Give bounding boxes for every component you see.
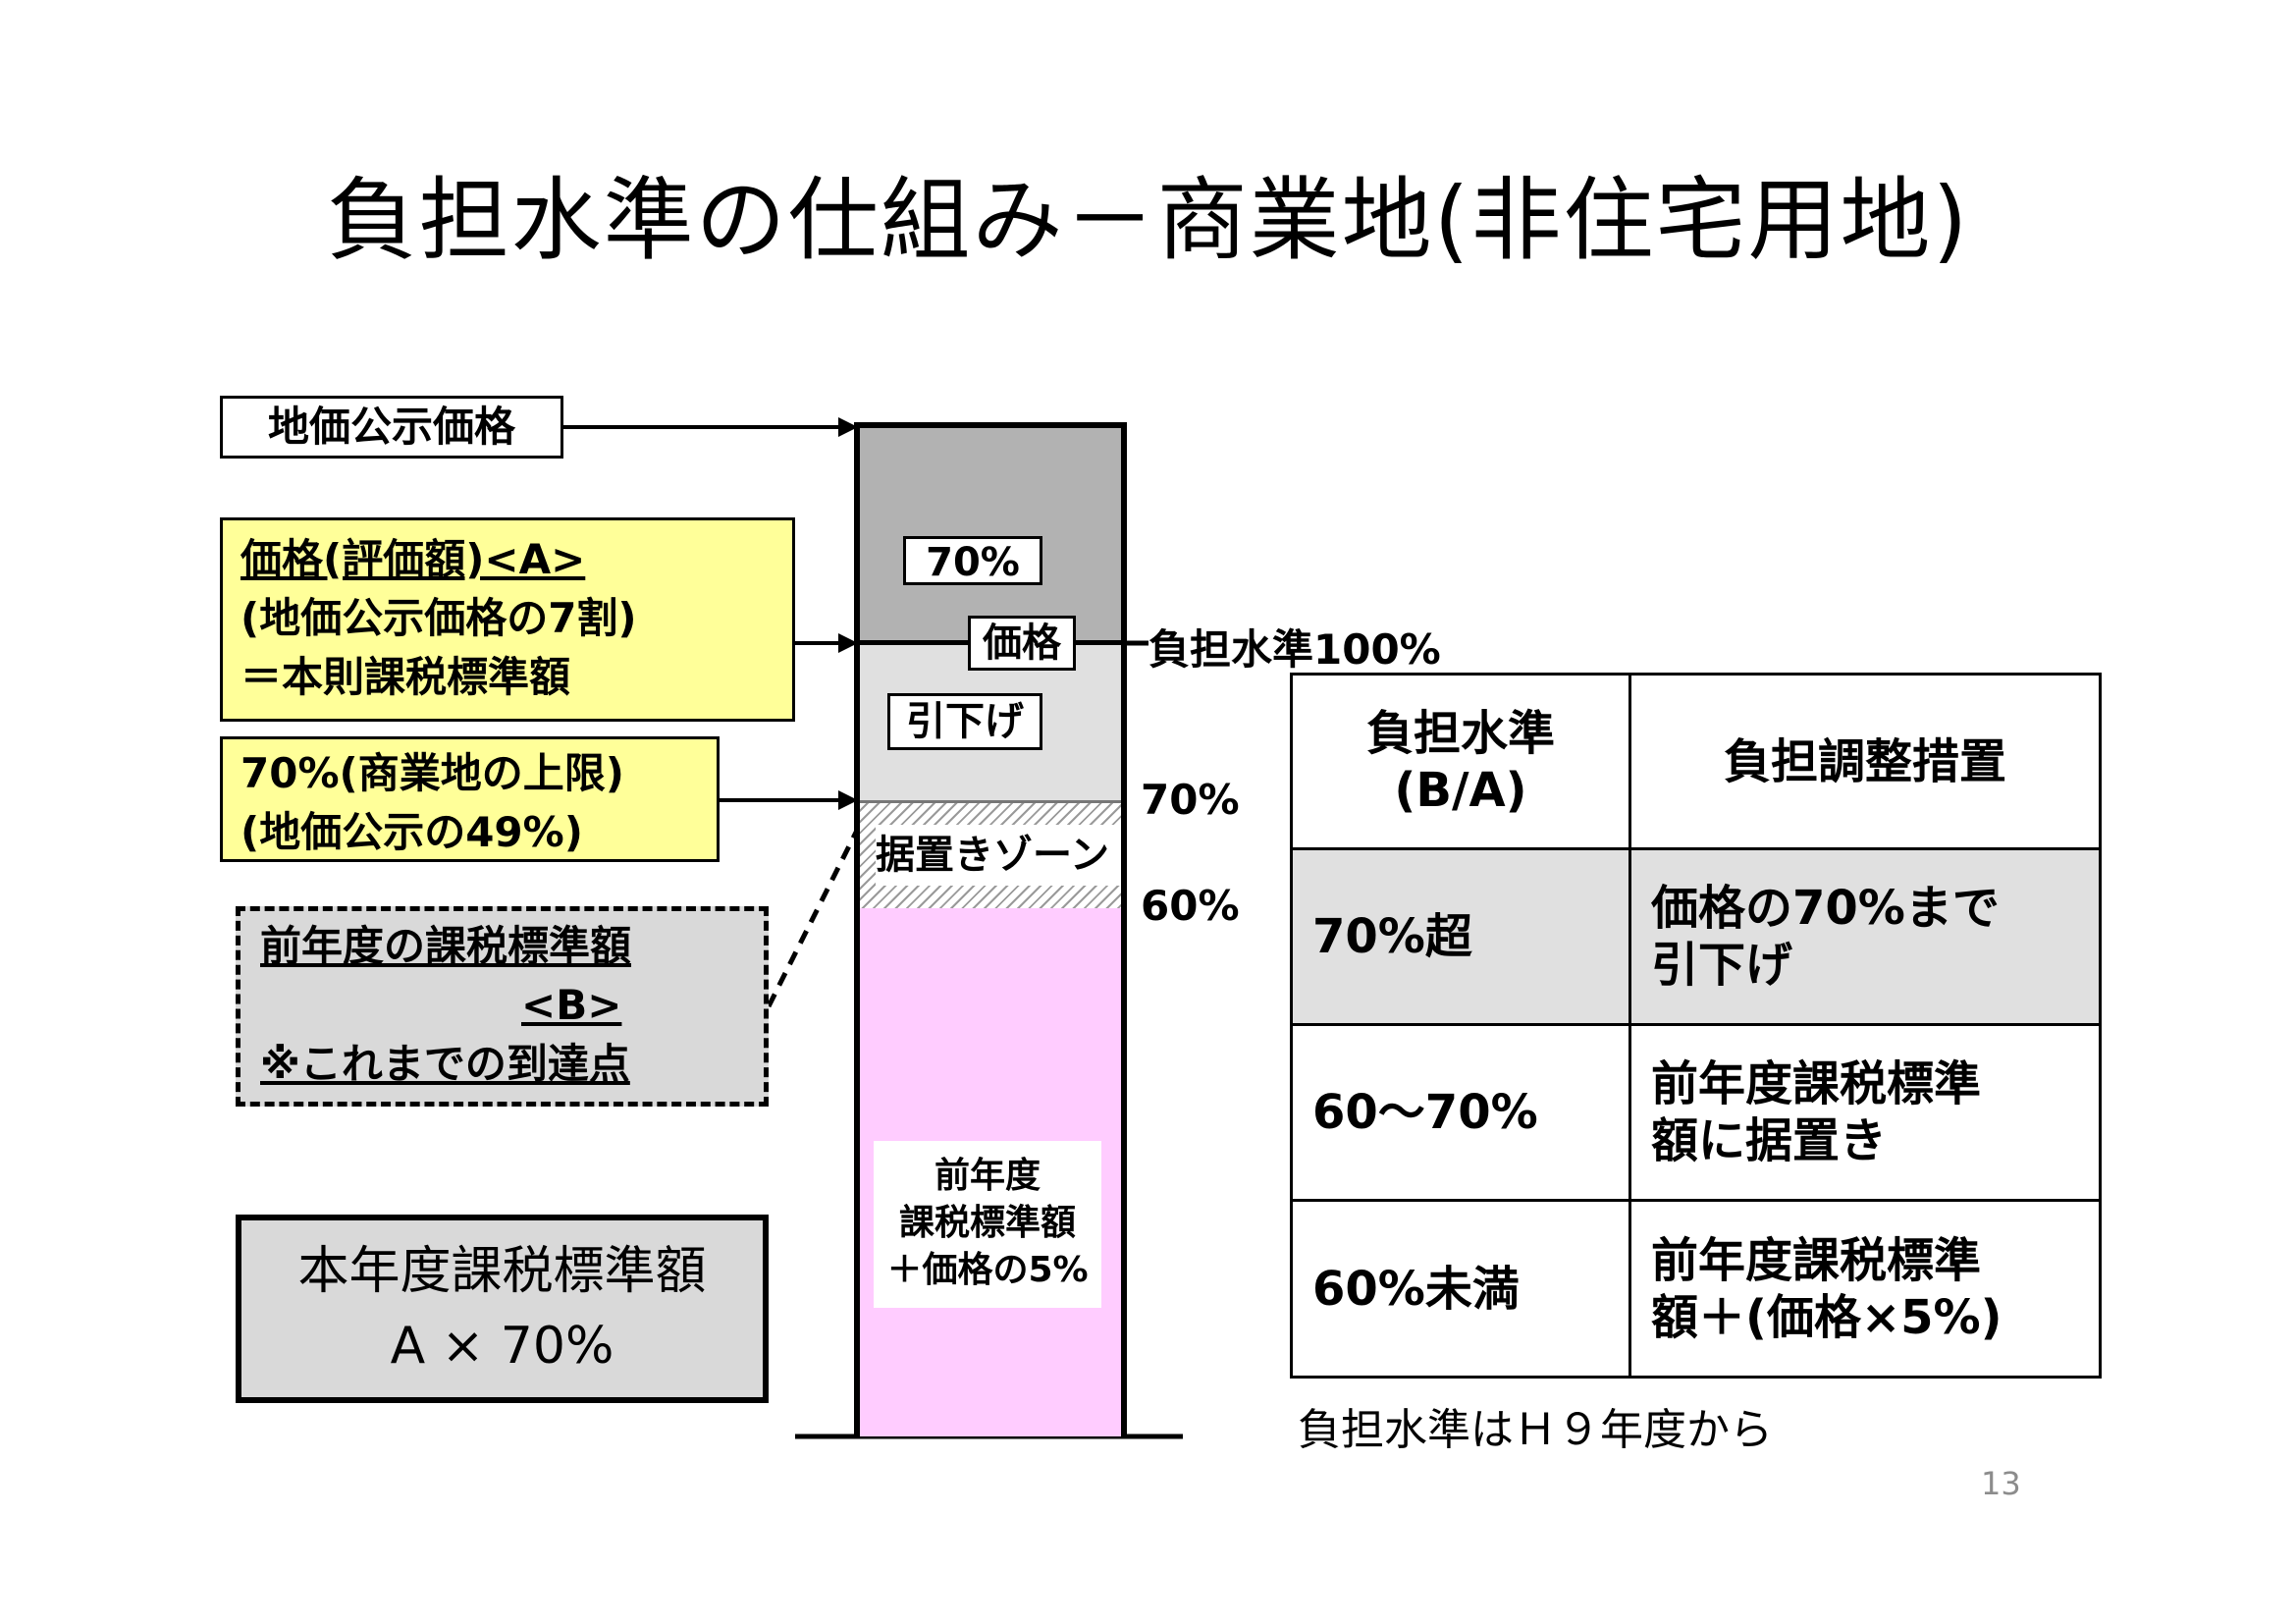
- header-burden-level: 負担水準 (B/A): [1290, 673, 1631, 850]
- tag-price: 価格: [968, 616, 1076, 671]
- level-70-label: 70%: [1141, 776, 1240, 824]
- pink-line3: ＋価格の5%: [886, 1250, 1089, 1290]
- tag-70-percent: 70%: [903, 536, 1042, 585]
- burden-adjustment-table: 負担水準 (B/A) 負担調整措置 70%超 価格の70%まで 引下げ 60～7…: [1290, 673, 2102, 1379]
- row-level: 70%超: [1290, 847, 1631, 1026]
- row-level: 60%未満: [1290, 1199, 1631, 1379]
- upper-limit-line1: 70%(商業地の上限): [240, 749, 624, 797]
- row-level: 60～70%: [1290, 1023, 1631, 1202]
- row-measure: 前年度課税標準 額に据置き: [1629, 1023, 2102, 1202]
- row-measure: 価格の70%まで 引下げ: [1629, 847, 2102, 1026]
- header-adjustment: 負担調整措置: [1629, 673, 2102, 850]
- tag-reduce: 引下げ: [887, 693, 1042, 750]
- previous-line1: 前年度の課税標準額: [260, 922, 632, 970]
- table-header-row: 負担水準 (B/A) 負担調整措置: [1290, 673, 2102, 850]
- slide-title: 負担水準の仕組み－商業地(非住宅用地): [326, 168, 1970, 273]
- upper-limit-line2: (地価公示の49%): [240, 808, 583, 856]
- column-frame: [854, 422, 1127, 1438]
- pink-line1: 前年度: [934, 1156, 1041, 1196]
- valuation-line3: ＝本則課税標準額: [240, 653, 571, 701]
- valuation-box: 価格(評価額)<A> (地価公示価格の7割) ＝本則課税標準額: [220, 517, 795, 722]
- valuation-line1: 価格(評価額)<A>: [240, 535, 586, 583]
- table-row: 60%未満 前年度課税標準 額＋(価格×5%): [1290, 1199, 2102, 1379]
- column-top-section: [858, 425, 1123, 643]
- land-price-label: 地価公示価格: [220, 396, 563, 459]
- footnote: 負担水準はＨ９年度から: [1298, 1405, 1773, 1455]
- table-row: 60～70% 前年度課税標準 額に据置き: [1290, 1023, 2102, 1202]
- pink-annotation: 前年度 課税標準額 ＋価格の5%: [874, 1141, 1101, 1308]
- current-tax-base-box: 本年度課税標準額 A × 70%: [236, 1215, 769, 1403]
- level-60-label: 60%: [1141, 882, 1240, 930]
- hold-zone-label: 据置きゾーン: [876, 825, 1121, 886]
- upper-limit-box: 70%(商業地の上限) (地価公示の49%): [220, 736, 720, 862]
- page-number: 13: [1981, 1465, 2021, 1502]
- current-line1: 本年度課税標準額: [297, 1242, 707, 1301]
- level-100-label: 負担水準100%: [1148, 625, 1441, 674]
- previous-line3: ※これまでの到達点: [260, 1040, 630, 1088]
- row-measure: 前年度課税標準 額＋(価格×5%): [1629, 1199, 2102, 1379]
- valuation-line2: (地価公示価格の7割): [240, 594, 637, 642]
- previous-line2: <B>: [521, 981, 622, 1029]
- table-row: 70%超 価格の70%まで 引下げ: [1290, 847, 2102, 1026]
- current-line2: A × 70%: [390, 1317, 614, 1376]
- previous-tax-base-box: 前年度の課税標準額 <B> ※これまでの到達点: [236, 906, 769, 1107]
- pink-line2: 課税標準額: [898, 1203, 1076, 1243]
